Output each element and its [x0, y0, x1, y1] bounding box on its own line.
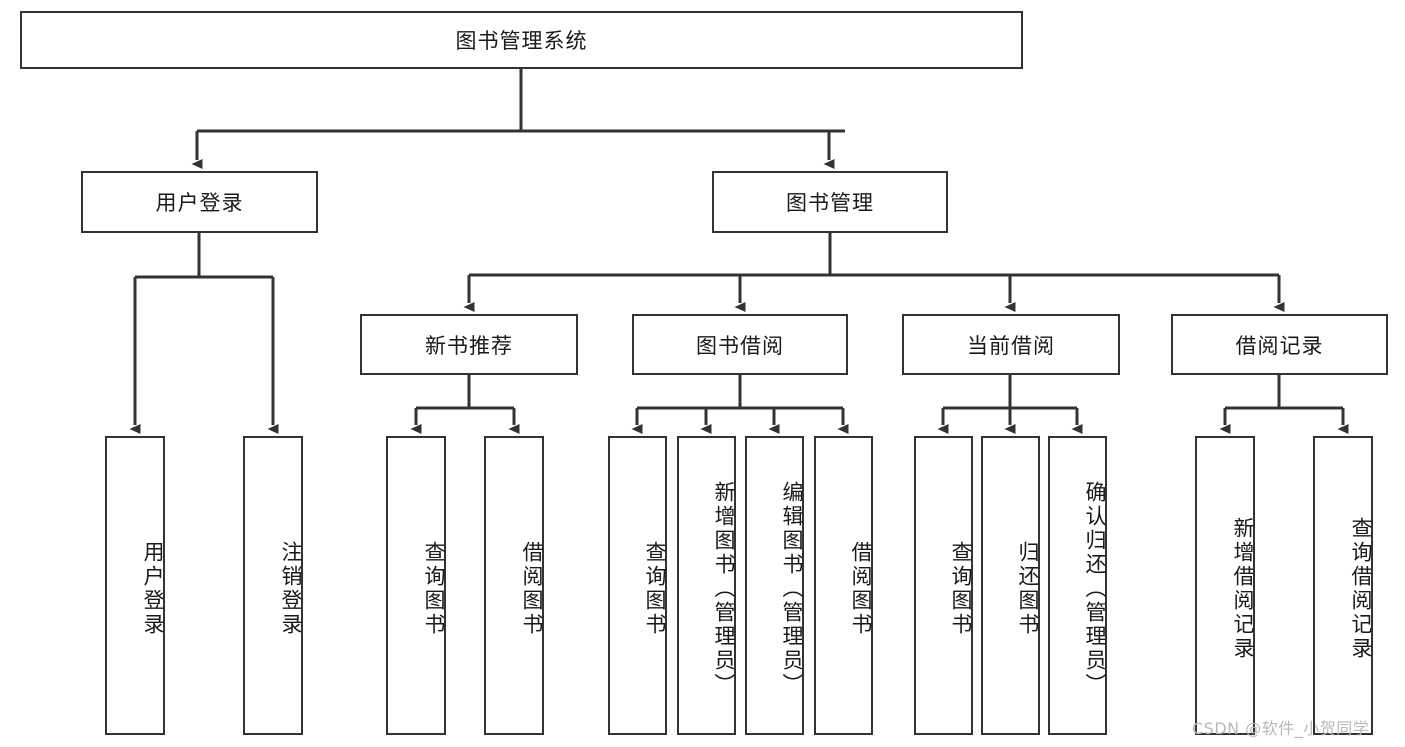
leaf-query-book-new-recommend[interactable]: 查询图书	[386, 436, 446, 735]
leaf-user-login[interactable]: 用户登录	[105, 436, 165, 735]
node-new-book-recommend[interactable]: 新书推荐	[360, 314, 578, 375]
node-borrow-record[interactable]: 借阅记录	[1171, 314, 1388, 375]
leaf-edit-book-admin[interactable]: 编辑图书（管理员）	[745, 436, 804, 735]
leaf-add-book-admin[interactable]: 新增图书（管理员）	[677, 436, 736, 735]
node-book-manage[interactable]: 图书管理	[712, 171, 948, 233]
leaf-add-borrow-record[interactable]: 新增借阅记录	[1195, 436, 1255, 735]
node-user-login[interactable]: 用户登录	[81, 171, 318, 233]
leaf-borrow-book-new-recommend[interactable]: 借阅图书	[484, 436, 544, 735]
leaf-query-book-borrow[interactable]: 查询图书	[608, 436, 667, 735]
node-book-borrow[interactable]: 图书借阅	[632, 314, 848, 375]
leaf-borrow-book[interactable]: 借阅图书	[814, 436, 873, 735]
leaf-user-logout[interactable]: 注销登录	[243, 436, 303, 735]
node-current-borrow[interactable]: 当前借阅	[902, 314, 1120, 375]
leaf-return-book[interactable]: 归还图书	[981, 436, 1040, 735]
leaf-query-borrow-record[interactable]: 查询借阅记录	[1313, 436, 1373, 735]
leaf-query-book-current[interactable]: 查询图书	[914, 436, 973, 735]
leaf-confirm-return-admin[interactable]: 确认归还（管理员）	[1048, 436, 1107, 735]
node-root-title[interactable]: 图书管理系统	[20, 11, 1023, 69]
csdn-watermark: CSDN @软件_小贺同学	[1192, 719, 1370, 738]
